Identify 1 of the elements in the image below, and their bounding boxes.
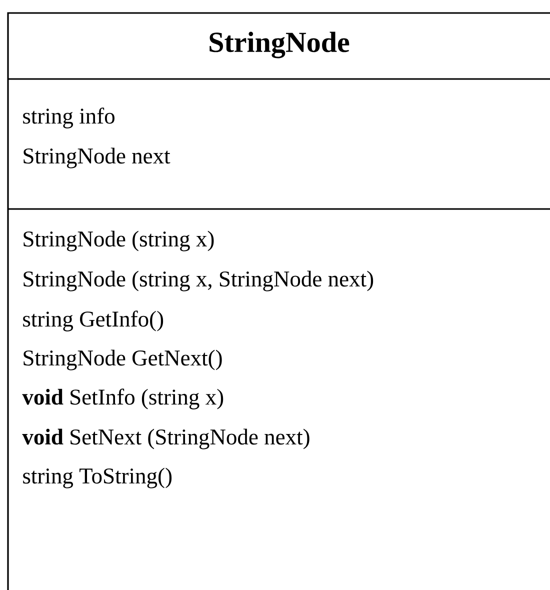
class-box: StringNode string info StringNode next StringNode (string x) StringNode (string x, StringNode next) string GetInfo() StringNode GetNext() void SetInfo (string x) void SetNext (StringNode next) string ToString() bbox=[7, 12, 550, 590]
